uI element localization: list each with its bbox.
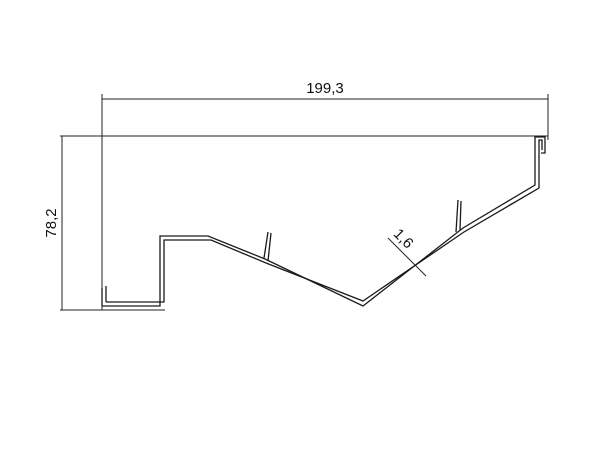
profile-outer-line (101, 142, 536, 307)
thickness-dimension: 1,6 (387, 225, 427, 277)
width-dimension: 199,3 (101, 80, 549, 310)
thickness-dimension-label: 1,6 (390, 225, 417, 252)
profile-top-lip-inner (538, 139, 543, 150)
profile-inner-line (105, 142, 540, 303)
profile-outline (101, 136, 546, 307)
height-dimension: 78,2 (43, 135, 548, 311)
width-dimension-label: 199,3 (306, 80, 344, 97)
height-dimension-label: 78,2 (43, 208, 60, 237)
snap-fin-left (263, 231, 272, 262)
snap-fin-right (455, 199, 462, 233)
thickness-leader-line (387, 237, 427, 277)
snap-fins (263, 199, 462, 262)
profile-top-lip (534, 136, 546, 154)
